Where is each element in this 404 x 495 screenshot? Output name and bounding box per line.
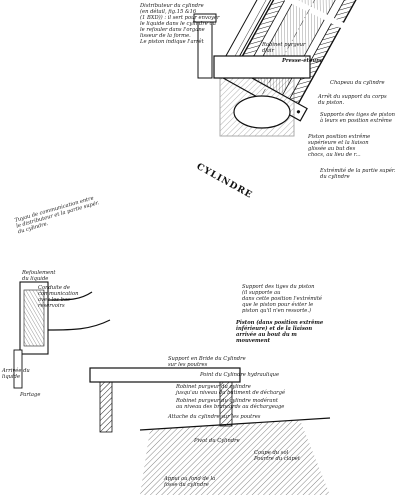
cylinder-head <box>193 13 311 137</box>
cylinder-word: CYLINDRE <box>195 162 255 201</box>
label-cylinder-purge-2: Robinet purgeur du cylindre modérant au … <box>176 398 285 410</box>
ground-section <box>139 417 331 495</box>
label-extremity: Extrémité de la partie supér. du cylindr… <box>320 168 396 180</box>
label-stop: Arrêt du support du corps du piston. <box>318 94 387 106</box>
label-cylinder-point: Point du Cylindre hydraulique <box>200 372 280 378</box>
label-cylinder-cap: Chapeau du cylindre <box>330 80 385 86</box>
label-stuffing-box: Presse-étoupe <box>282 58 324 64</box>
label-rod-supports-2: Support des tiges du piston (il supporte… <box>242 284 322 314</box>
label-conduit: Conduite de communication avec les bas r… <box>38 285 79 309</box>
label-cylinder-purge: Robinet purgeur du cylindre jusqu'au niv… <box>176 384 286 396</box>
label-bottom-support: Appui au fond de la fosse du cylindre <box>164 476 216 488</box>
base-support <box>89 367 241 433</box>
label-discharge: Refoulement du liquide <box>22 270 56 282</box>
label-attachment: Attache du cylindre sur les poutres <box>168 414 261 420</box>
label-partage: Partage <box>20 392 41 398</box>
label-ground-cut: Coupe du sol Pourtre du clapet <box>254 450 300 462</box>
label-distributor: Distributeur du cylindre (en détail, fig… <box>140 3 220 45</box>
label-air-purge: Robinet purgeur d'air <box>262 42 306 54</box>
label-flange-support: Support en Bride du Cylindre sur les pou… <box>168 356 246 368</box>
label-inlet: Arrivée du liquide <box>2 368 30 380</box>
label-rod-supports: Supports des tiges de piston à leurs en … <box>320 112 395 124</box>
label-pivot: Pivot du Cylindre <box>194 438 240 444</box>
distributor-valve <box>13 281 111 389</box>
label-piston-top: Piston position extrême supérieure et la… <box>308 134 371 158</box>
label-piston: Piston (dans position extrême inférieure… <box>236 320 324 344</box>
